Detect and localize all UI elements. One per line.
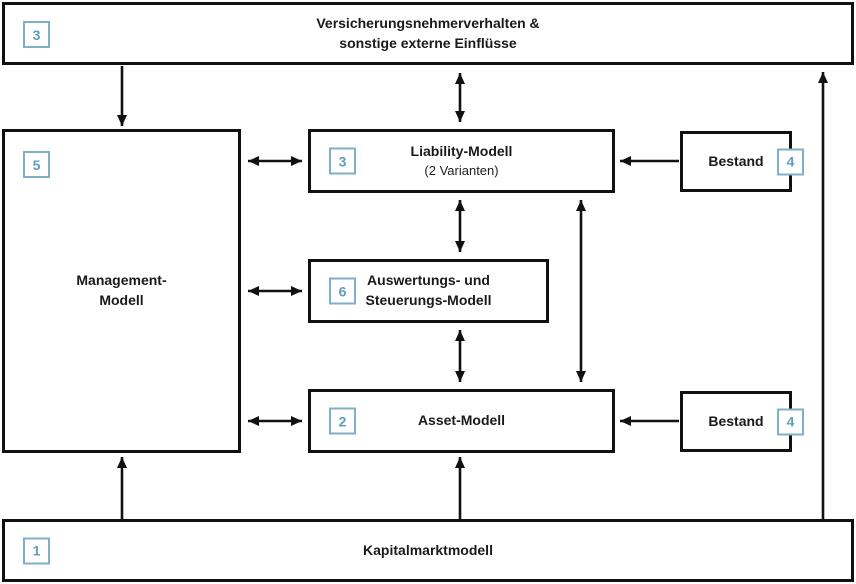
management-model-line2: Modell [99,292,144,308]
box-asset-model: 2 Asset-Modell [308,389,615,453]
step-badge-bestand-top: 4 [777,148,804,175]
step-badge-asset: 2 [329,407,356,435]
box-external-influences: 3 Versicherungsnehmerverhalten & sonstig… [2,2,854,65]
auswertung-model-line1: Auswertungs- und [367,272,490,289]
external-influences-line2: sonstige externe Einflüsse [339,34,517,51]
auswertung-model-line2: Steuerungs-Modell [365,292,492,308]
bestand-bottom-label: Bestand [708,412,764,429]
box-auswertung-steuerung-model: 6 Auswertungs- und Steuerungs-Modell [308,259,549,323]
box-bestand-bottom: 4 Bestand [680,391,804,452]
liability-model-subtitle: (2 Varianten) [424,163,499,179]
external-influences-line1: Versicherungsnehmerverhalten & [316,14,540,31]
box-liability-model: 3 Liability-Modell (2 Varianten) [308,129,615,193]
liability-model-title: Liability-Modell [410,143,513,160]
kapitalmarkt-model-label: Kapitalmarktmodell [363,541,493,558]
step-badge-auswertung: 6 [329,277,356,305]
management-model-line1: Management- [76,272,167,289]
box-kapitalmarkt-model: 1 Kapitalmarktmodell [2,519,854,582]
step-badge-external: 3 [23,21,50,48]
step-badge-liability: 3 [329,147,356,175]
box-bestand-top: 4 Bestand [680,131,804,192]
bestand-top-label: Bestand [708,152,764,169]
step-badge-kapitalmarkt: 1 [23,537,50,564]
box-management-model: 5 Management- Modell [2,129,241,453]
asset-model-label: Asset-Modell [417,412,506,429]
step-badge-bestand-bottom: 4 [777,408,804,435]
step-badge-management: 5 [23,151,50,178]
